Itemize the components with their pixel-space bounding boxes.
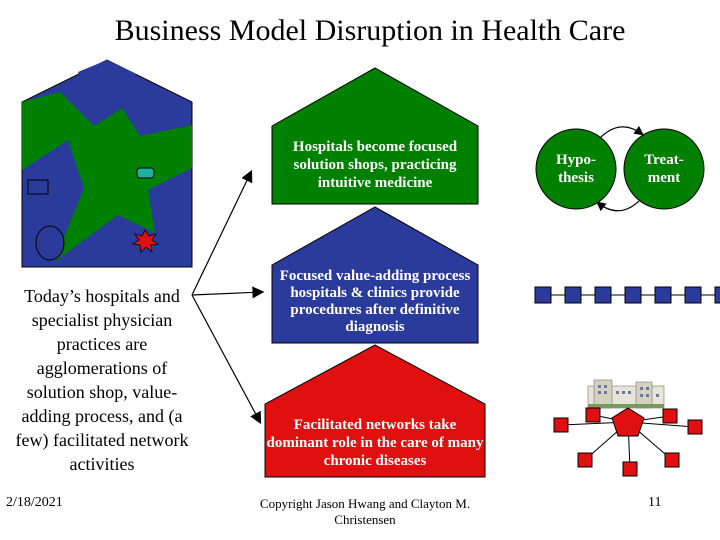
treatment-circle	[623, 128, 705, 210]
left-description: Today’s hospitals and specialist physici…	[15, 286, 189, 474]
house-solution-shop	[271, 67, 479, 205]
network-node	[662, 408, 678, 424]
page-title: Business Model Disruption in Health Care	[114, 14, 626, 47]
process-step-box	[684, 286, 702, 304]
process-step-box	[624, 286, 642, 304]
network-node	[622, 461, 638, 477]
arrow-to-value-process	[191, 286, 265, 299]
network-node	[553, 417, 569, 433]
hospital-building-image	[587, 379, 665, 409]
house-solution-shop-label: Hospitals become focused solution shops,…	[292, 139, 458, 191]
arrow-to-solution-shop	[191, 169, 253, 296]
small-blue-square	[27, 179, 49, 195]
footer-copyright: Copyright Jason Hwang and Clayton M. Chr…	[259, 496, 471, 527]
network-hub	[611, 407, 645, 437]
network-node	[687, 419, 703, 435]
footer-date: 2/18/2021	[6, 495, 63, 510]
network-node	[585, 407, 601, 423]
hypothesis-circle	[535, 128, 617, 210]
house-value-process	[271, 206, 479, 344]
blue-oval	[35, 225, 65, 261]
process-step-box	[534, 286, 552, 304]
process-step-box	[714, 286, 720, 304]
process-step-box	[564, 286, 582, 304]
footer-page-number: 11	[648, 495, 662, 510]
house-facilitated-network-label: Facilitated networks take dominant role …	[266, 417, 484, 469]
split-arrows	[191, 169, 265, 425]
process-step-box	[654, 286, 672, 304]
teal-capsule	[136, 167, 155, 179]
hypothesis-treatment-cycle	[535, 125, 705, 212]
process-chain	[534, 286, 720, 304]
treatment-label: Treat-ment	[644, 152, 684, 186]
agglomeration-house	[21, 59, 193, 268]
house-value-process-label: Focused value-adding process hospitals &…	[279, 268, 471, 335]
agglomeration-green-region	[22, 92, 192, 262]
cycle-arrow-top	[599, 125, 644, 139]
facilitated-network-diagram	[553, 379, 703, 477]
network-node	[577, 452, 593, 468]
network-node	[664, 452, 680, 468]
house-facilitated-network	[264, 344, 486, 478]
process-step-box	[594, 286, 612, 304]
hypothesis-label: Hypo-thesis	[555, 152, 596, 186]
agglomeration-blue-notch	[78, 60, 136, 126]
cycle-arrow-bottom	[596, 199, 641, 212]
red-burst-icon	[131, 229, 160, 253]
arrow-to-network	[191, 294, 262, 425]
